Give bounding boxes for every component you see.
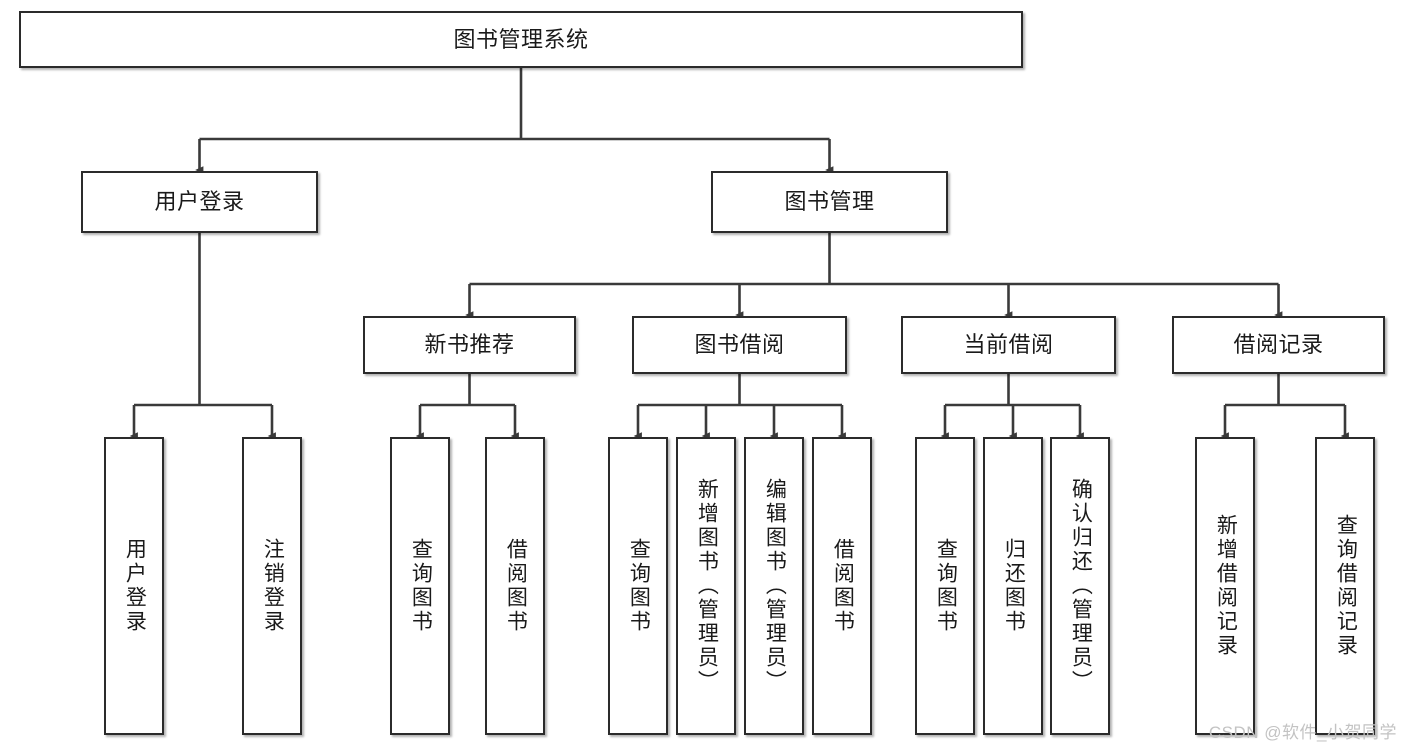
- node-label-leaf-user-logout: 注销登录: [261, 538, 285, 634]
- node-leaf-borrow-book[interactable]: 借阅图书: [812, 437, 872, 735]
- node-borrow-record[interactable]: 借阅记录: [1172, 316, 1385, 374]
- node-label-new-book-rec: 新书推荐: [424, 332, 515, 358]
- node-label-leaf-edit-book-admin: 编辑图书（管理员）: [763, 478, 787, 694]
- node-leaf-user-login[interactable]: 用户登录: [104, 437, 164, 735]
- node-label-root: 图书管理系统: [453, 26, 589, 52]
- node-leaf-query-book[interactable]: 查询图书: [608, 437, 668, 735]
- node-leaf-query-book-rec[interactable]: 查询图书: [390, 437, 450, 735]
- node-leaf-return-book[interactable]: 归还图书: [983, 437, 1043, 735]
- node-label-leaf-borrow-book-rec: 借阅图书: [504, 538, 528, 634]
- node-label-leaf-query-book: 查询图书: [627, 538, 651, 634]
- node-current-borrow[interactable]: 当前借阅: [901, 316, 1116, 374]
- node-label-leaf-borrow-book: 借阅图书: [831, 538, 855, 634]
- node-label-user-login: 用户登录: [154, 189, 245, 215]
- node-label-leaf-return-book: 归还图书: [1002, 538, 1026, 634]
- node-label-leaf-query-book-cur: 查询图书: [934, 538, 958, 634]
- node-label-leaf-user-login: 用户登录: [123, 538, 147, 634]
- node-label-leaf-add-borrow-record: 新增借阅记录: [1214, 514, 1238, 658]
- node-label-borrow-record: 借阅记录: [1233, 332, 1324, 358]
- node-label-leaf-add-book-admin: 新增图书（管理员）: [695, 478, 719, 694]
- node-label-current-borrow: 当前借阅: [963, 332, 1054, 358]
- node-leaf-borrow-book-rec[interactable]: 借阅图书: [485, 437, 545, 735]
- watermark-text: CSDN @软件_小贺同学: [1208, 723, 1397, 742]
- node-user-login[interactable]: 用户登录: [81, 171, 318, 233]
- node-label-book-manage: 图书管理: [784, 189, 875, 215]
- node-leaf-add-book-admin[interactable]: 新增图书（管理员）: [676, 437, 736, 735]
- node-leaf-query-borrow-record[interactable]: 查询借阅记录: [1315, 437, 1375, 735]
- node-leaf-query-book-cur[interactable]: 查询图书: [915, 437, 975, 735]
- node-leaf-user-logout[interactable]: 注销登录: [242, 437, 302, 735]
- node-book-manage[interactable]: 图书管理: [711, 171, 948, 233]
- node-new-book-rec[interactable]: 新书推荐: [363, 316, 576, 374]
- node-leaf-edit-book-admin[interactable]: 编辑图书（管理员）: [744, 437, 804, 735]
- node-label-book-borrow: 图书借阅: [694, 332, 785, 358]
- node-leaf-confirm-return-admin[interactable]: 确认归还（管理员）: [1050, 437, 1110, 735]
- node-label-leaf-confirm-return-admin: 确认归还（管理员）: [1069, 478, 1093, 694]
- node-label-leaf-query-borrow-record: 查询借阅记录: [1334, 514, 1358, 658]
- node-leaf-add-borrow-record[interactable]: 新增借阅记录: [1195, 437, 1255, 735]
- node-label-leaf-query-book-rec: 查询图书: [409, 538, 433, 634]
- node-root[interactable]: 图书管理系统: [19, 11, 1023, 68]
- node-book-borrow[interactable]: 图书借阅: [632, 316, 847, 374]
